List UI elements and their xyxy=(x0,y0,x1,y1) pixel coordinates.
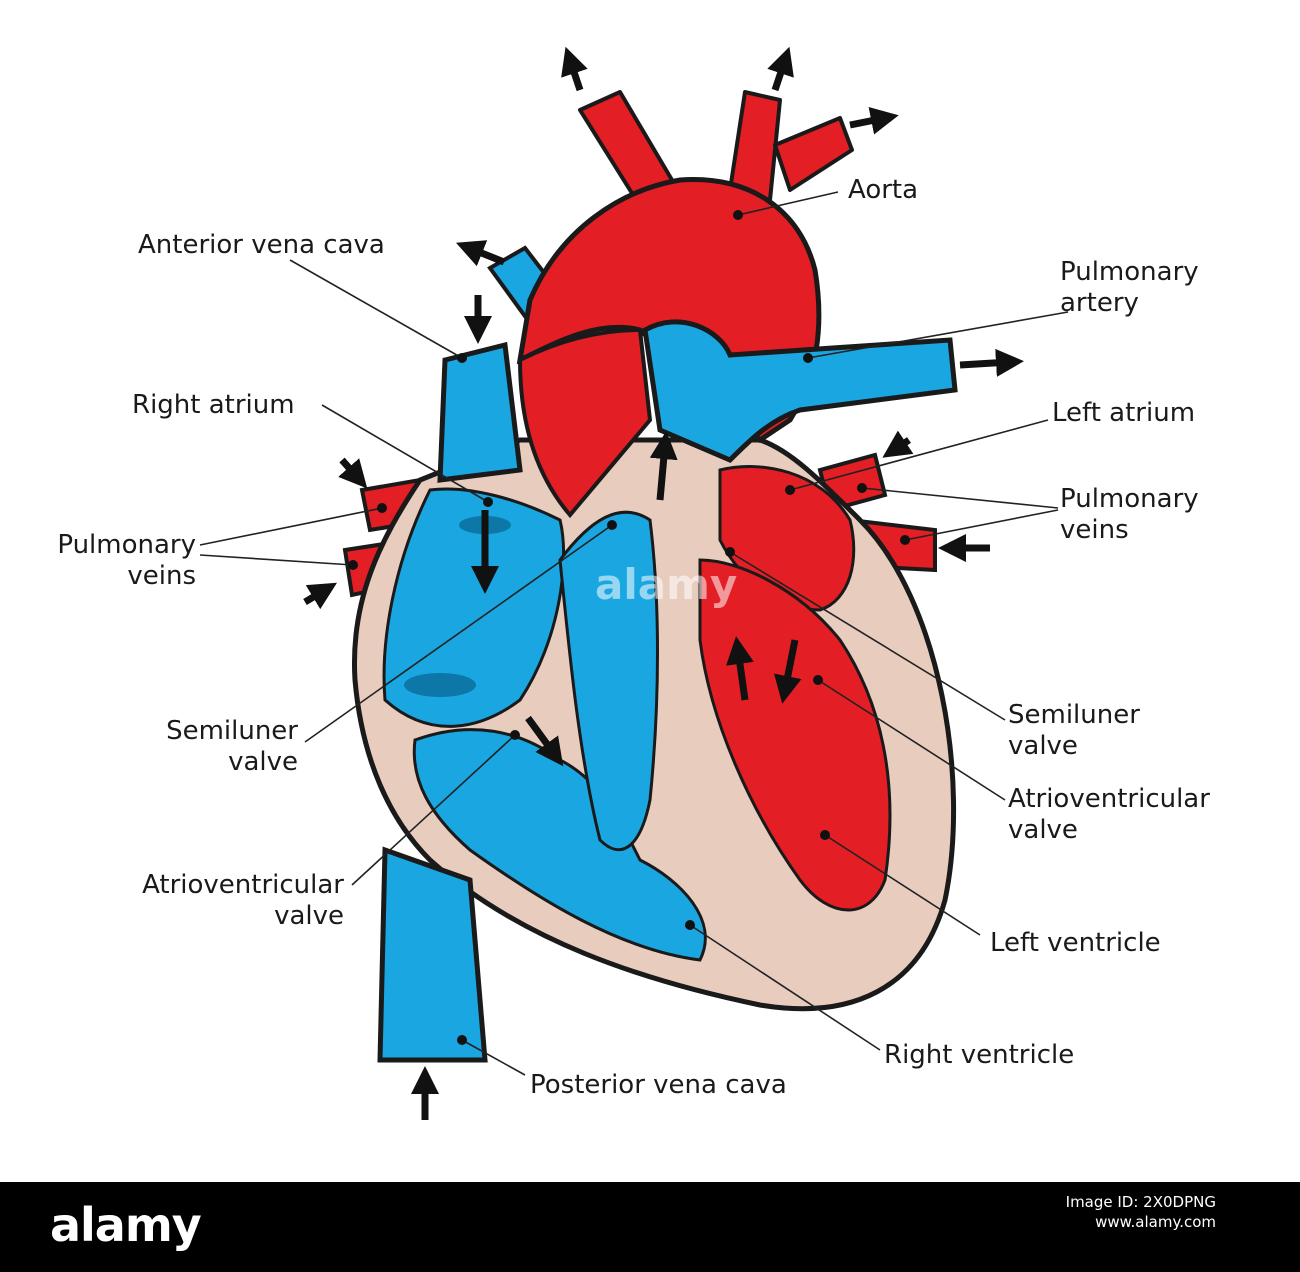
leader-lines xyxy=(199,191,1069,1076)
label-anterior-vena-cava: Anterior vena cava xyxy=(138,230,385,260)
label-right-ventricle: Right ventricle xyxy=(884,1040,1075,1070)
label-aorta: Aorta xyxy=(848,175,919,205)
pulmonary-artery-shape xyxy=(642,319,958,463)
label-right-atrium: Right atrium xyxy=(132,390,295,420)
footer-bar: alamy Image ID: 2X0DPNG www.alamy.com xyxy=(0,1182,1300,1272)
heart-diagram xyxy=(199,46,1069,1120)
image-id: Image ID: 2X0DPNG www.alamy.com xyxy=(1065,1193,1216,1231)
right-atrium-shape xyxy=(382,487,566,728)
watermark-center: alamy xyxy=(595,560,738,609)
label-left-ventricle: Left ventricle xyxy=(990,928,1161,958)
aorta-descending xyxy=(517,327,653,519)
aorta-branches xyxy=(578,90,854,208)
brand-logo: alamy xyxy=(50,1198,202,1252)
valve-disc-lower xyxy=(404,673,476,697)
leader-dots xyxy=(348,210,910,1045)
label-posterior-vena-cava: Posterior vena cava xyxy=(530,1070,787,1100)
anterior-vena-cava-shape xyxy=(437,341,523,483)
posterior-vena-cava-shape xyxy=(377,846,488,1063)
flow-arrows xyxy=(303,46,1024,1120)
label-left-atrium: Left atrium xyxy=(1052,398,1196,428)
septum-blue-region xyxy=(558,510,659,851)
